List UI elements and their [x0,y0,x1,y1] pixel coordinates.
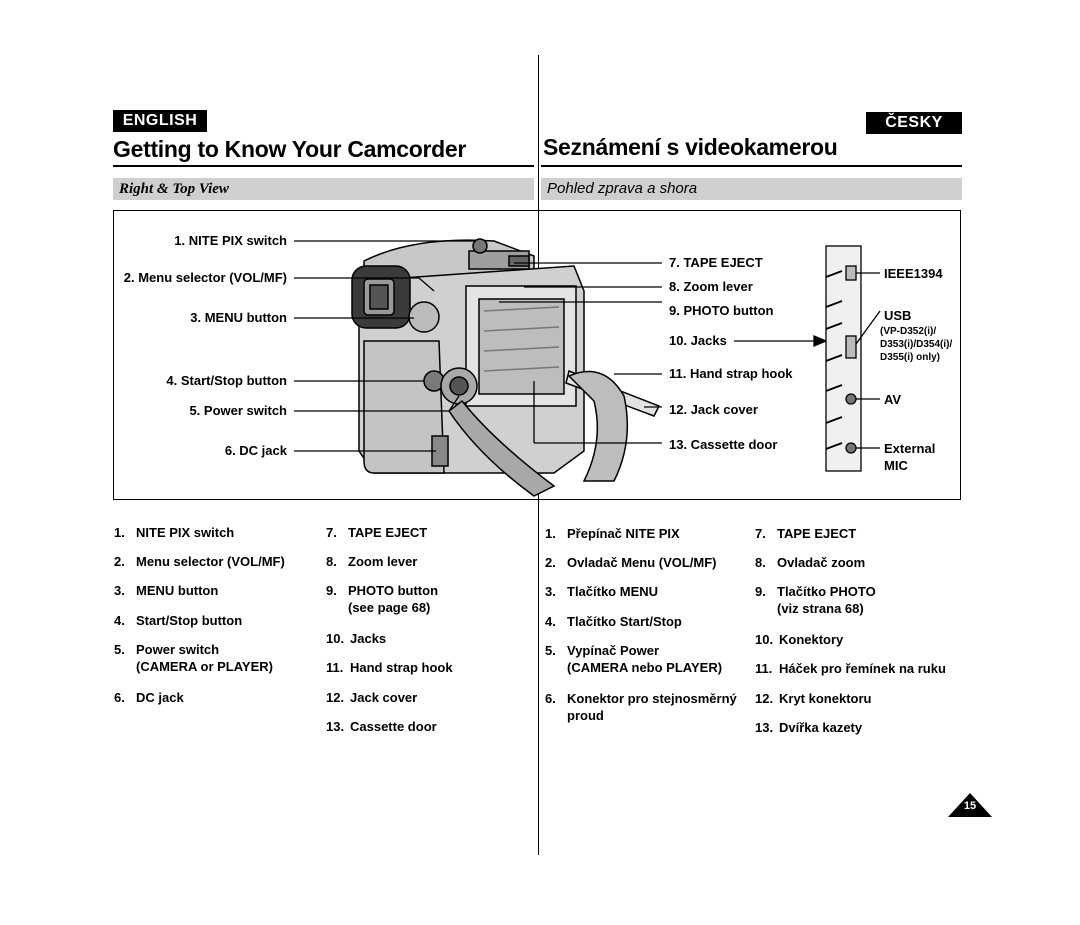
list-item: 13.Cassette door [326,719,437,734]
list-item: 11.Háček pro řemínek na ruku [755,661,946,676]
section-bar-left: Right & Top View [113,178,534,200]
list-item: 5.Vypínač Power(CAMERA nebo PLAYER) [545,643,723,675]
list-item: 1.NITE PIX switch [114,525,235,540]
usb-note-line-3: D355(i) only) [880,352,941,363]
list-item: 3.Tlačítko MENU [545,584,659,599]
list-item: 8.Zoom lever [326,554,418,569]
jack-label-mic: MIC [884,458,908,473]
jack-label-av: AV [884,392,902,407]
section-bar-right: Pohled zprava a shora [541,178,962,200]
page-number-badge: 15 [948,793,992,817]
callout-jack-cover: 12. Jack cover [669,402,758,417]
czech-parts-list: 1.Přepínač NITE PIX 2.Ovladač Menu (VOL/… [545,525,965,755]
language-tag-czech: ČESKY [866,112,962,134]
callout-jacks: 10. Jacks [669,333,727,348]
callout-menu-button: 3. MENU button [190,310,287,325]
list-item: 7.TAPE EJECT [755,526,857,541]
callout-nite-pix-switch: 1. NITE PIX switch [174,233,287,248]
language-tag-english: ENGLISH [113,110,207,132]
list-item: 6.DC jack [114,690,184,705]
callout-menu-selector: 2. Menu selector (VOL/MF) [123,270,287,285]
list-item: 2.Menu selector (VOL/MF) [114,554,285,569]
callout-photo-button: 9. PHOTO button [669,303,774,318]
list-item: 4.Start/Stop button [114,613,243,628]
callout-zoom-lever: 8. Zoom lever [669,279,753,294]
jack-label-usb-note: (VP-D352(i)/ D353(i)/D354(i)/ D355(i) on… [880,325,952,364]
list-item: 12.Jack cover [326,690,418,705]
jack-label-ieee1394: IEEE1394 [884,266,943,281]
section-subtitle-english: Right & Top View [119,181,229,197]
list-item: 4.Tlačítko Start/Stop [545,614,682,629]
list-item: 9.Tlačítko PHOTO(viz strana 68) [755,584,876,616]
list-item: 1.Přepínač NITE PIX [545,526,680,541]
title-rule-right [541,165,962,167]
list-item: 7.TAPE EJECT [326,525,428,540]
callout-tape-eject: 7. TAPE EJECT [669,255,763,270]
page-number-triangle-icon [948,793,992,817]
diagram-frame: 1. NITE PIX switch 2. Menu selector (VOL… [113,210,961,500]
callout-hand-strap-hook: 11. Hand strap hook [669,366,793,381]
jack-label-usb: USB [884,308,912,323]
callout-cassette-door: 13. Cassette door [669,437,778,452]
list-item: 8.Ovladač zoom [755,555,866,570]
usb-note-line-1: (VP-D352(i)/ [880,326,937,337]
list-item: 5.Power switch(CAMERA or PLAYER) [114,642,273,674]
title-rule-left [113,165,534,167]
usb-note-line-2: D353(i)/D354(i)/ [880,339,953,350]
callout-dc-jack: 6. DC jack [224,443,287,458]
camcorder-illustration [294,238,881,497]
list-item: 10.Konektory [755,632,844,647]
english-parts-list: 1.NITE PIX switch 2.Menu selector (VOL/M… [114,524,534,754]
list-item: 10.Jacks [326,631,387,646]
list-item: 3.MENU button [114,583,219,598]
list-item: 11.Hand strap hook [326,660,453,675]
page-title-czech: Seznámení s videokamerou [543,134,838,160]
list-item: 2.Ovladač Menu (VOL/MF) [545,555,717,570]
callout-power-switch: 5. Power switch [189,403,287,418]
section-subtitle-czech: Pohled zprava a shora [547,180,698,197]
callout-start-stop-button: 4. Start/Stop button [166,373,287,388]
list-item: 13.Dvířka kazety [755,720,863,735]
page-title-english: Getting to Know Your Camcorder [113,136,467,162]
list-item: 12.Kryt konektoru [755,691,872,706]
jack-label-external: External [884,441,936,456]
page-number: 15 [963,800,977,812]
list-item: 9.PHOTO button(see page 68) [326,583,439,615]
